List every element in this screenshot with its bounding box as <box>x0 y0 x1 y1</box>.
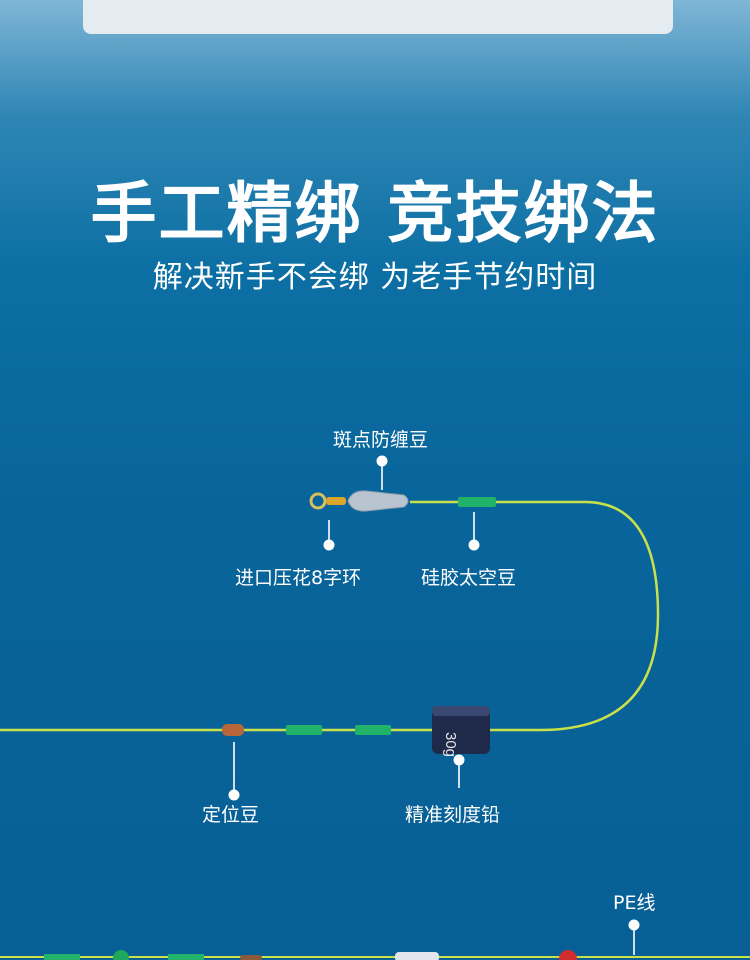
tube-icon-2 <box>355 725 391 735</box>
pin-dot-pe <box>628 919 640 931</box>
label-position-bean: 定位豆 <box>202 804 260 826</box>
bottom-bead-green <box>113 950 129 960</box>
bottom-bead-red <box>559 950 577 960</box>
bottom-brown <box>240 955 262 960</box>
pin-dot-sinker <box>453 754 465 766</box>
sinker-mark: 30g <box>442 732 459 757</box>
pin-dot-silicone <box>468 539 480 551</box>
page-title: 手工精绑 竞技绑法 <box>90 175 660 252</box>
pin-dot-spot-bean <box>376 455 388 467</box>
label-silicone-bean: 硅胶太空豆 <box>421 567 517 589</box>
label-pe-line: PE线 <box>613 892 656 914</box>
bottom-float <box>395 952 439 960</box>
label-spot-bean: 斑点防缠豆 <box>333 429 429 451</box>
page-subtitle: 解决新手不会绑 为老手节约时间 <box>152 260 598 295</box>
sinker-icon: 30g <box>432 706 490 757</box>
label-swivel: 进口压花8字环 <box>235 567 362 589</box>
top-card <box>83 0 673 34</box>
label-sinker: 精准刻度铅 <box>405 804 501 826</box>
bottom-tube-1 <box>44 954 80 960</box>
spot-bean-icon <box>347 490 409 512</box>
pin-dot-position <box>228 789 240 801</box>
tube-icon-1 <box>286 725 322 735</box>
swivel-icon <box>309 492 346 510</box>
pin-dot-swivel <box>323 539 335 551</box>
bottom-tube-2 <box>168 954 204 960</box>
position-bean-icon <box>222 724 244 736</box>
silicone-bean-icon <box>458 497 496 507</box>
fishing-line <box>0 500 660 732</box>
